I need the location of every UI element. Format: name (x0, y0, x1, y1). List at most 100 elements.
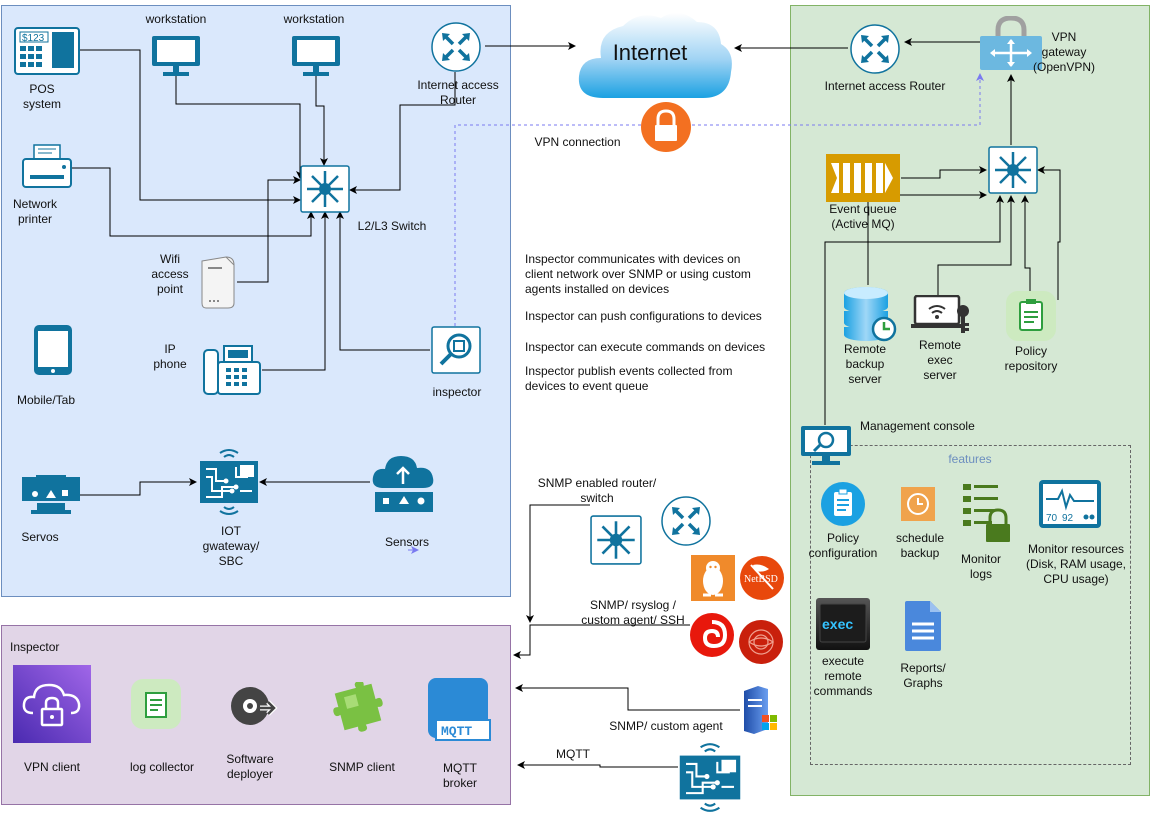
debian-icon[interactable] (689, 612, 735, 658)
internet-label: Internet (612, 40, 688, 65)
monitor-resources-label: Monitor resources (Disk, RAM usage, CPU … (1025, 542, 1127, 586)
servo-icon[interactable] (21, 474, 81, 516)
edge-wifi-switch (237, 176, 301, 283)
edge-vpn-connection (454, 73, 984, 326)
router-client-label: Internet access Router (417, 78, 499, 107)
note-events: Inspector publish events collected from … (525, 364, 733, 393)
edge-mqtt (517, 761, 678, 769)
management-console-icon[interactable] (800, 425, 852, 467)
schedule-backup-label: schedule backup (895, 531, 945, 560)
note-execute: Inspector can execute commands on device… (525, 340, 766, 354)
server-side-zone (790, 5, 1150, 796)
vpn-connection-label: VPN connection (534, 135, 621, 149)
iot-gateway-icon[interactable] (667, 741, 753, 814)
workstation-1-label: workstation (145, 12, 207, 26)
iot-gateway-icon[interactable] (196, 447, 262, 517)
software-deployer-label: Software deployer (226, 752, 274, 781)
policy-config-label: Policy configuration (808, 531, 878, 560)
linux-icon[interactable] (691, 555, 735, 601)
pos-label: POS system (22, 82, 61, 111)
tablet-icon[interactable] (33, 324, 73, 376)
note-push-config: Inspector can push configurations to dev… (525, 309, 762, 323)
router-icon[interactable] (850, 24, 900, 74)
edge-queue-switch (901, 166, 987, 179)
exec-terminal-icon[interactable]: exec (814, 596, 872, 652)
ip-phone-icon[interactable] (202, 344, 262, 396)
resource-monitor-readout-b: 92 (1062, 513, 1074, 524)
mobile-label: Mobile/Tab (16, 393, 76, 407)
event-queue-label: Event queue (Active MQ) (829, 202, 897, 231)
clock-icon[interactable] (900, 486, 936, 522)
wifi-access-point-icon[interactable] (198, 255, 238, 310)
vpn-client-label: VPN client (23, 760, 81, 774)
edge-policyrepo-switch (1037, 166, 1061, 300)
backup-server-label: Remote backup server (843, 342, 887, 386)
vpn-gateway-label: VPN gateway (OpenVPN) (1032, 30, 1096, 74)
backup-server-icon[interactable] (840, 285, 898, 343)
features-zone (810, 445, 1131, 765)
switch-icon[interactable] (300, 165, 350, 213)
execute-remote-label: execute remote commands (813, 654, 873, 698)
vpn-client-icon[interactable] (13, 665, 91, 743)
switch-icon[interactable] (988, 146, 1038, 194)
workstation-2-label: workstation (283, 12, 345, 26)
event-queue-icon[interactable] (825, 153, 901, 203)
netbsd-badge-text: NetBSD (744, 574, 778, 585)
sensors-label: Sensors (384, 535, 430, 549)
snmp-agent-edge-label: SNMP/ custom agent (609, 719, 723, 733)
edge-inspector-switch (336, 211, 430, 351)
router-icon[interactable] (661, 496, 711, 546)
monitor-icon[interactable] (151, 35, 201, 77)
software-deployer-icon[interactable] (230, 684, 282, 728)
pos-screen-text: $123 (22, 33, 45, 44)
edge-printer-switch (70, 167, 315, 237)
mqtt-edge-label: MQTT (556, 747, 590, 761)
resource-monitor-readout-a: 70 (1046, 513, 1058, 524)
switch-client-label: L2/L3 Switch (357, 219, 427, 233)
clipboard-icon[interactable] (820, 481, 866, 527)
edge-pos-switch (80, 49, 301, 204)
reports-document-icon[interactable] (904, 600, 942, 652)
netbsd-icon[interactable]: NetBSD (739, 555, 785, 601)
features-zone-label: features (948, 452, 992, 466)
mgmt-console-label: Management console (860, 419, 975, 433)
printer-label: Network printer (12, 197, 57, 226)
switch-icon[interactable] (590, 515, 642, 565)
printer-icon[interactable] (22, 143, 72, 191)
router-icon[interactable] (431, 22, 481, 72)
ip-phone-label: IP phone (153, 342, 187, 371)
servos-label: Servos (21, 530, 59, 544)
snmp-client-label: SNMP client (329, 760, 395, 774)
router-server-label: Internet access Router (824, 79, 946, 93)
wifi-ap-label: Wifi access point (151, 252, 189, 296)
remote-exec-server-icon[interactable] (911, 295, 973, 335)
edge-ws1-switch (175, 76, 304, 179)
log-collector-icon[interactable] (130, 678, 182, 730)
lock-icon (640, 101, 692, 153)
redhat-icon[interactable] (738, 619, 784, 665)
policy-repository-icon[interactable] (1005, 290, 1057, 342)
mqtt-broker-icon[interactable]: MQTT (426, 676, 492, 742)
log-collector-label: log collector (129, 760, 195, 774)
log-checklist-icon[interactable] (962, 482, 1010, 544)
monitor-icon[interactable] (291, 35, 341, 77)
mqtt-broker-label: MQTT broker (442, 761, 477, 790)
snmp-router-edge-label: SNMP enabled router/ switch (537, 476, 657, 505)
note-communication: Inspector communicates with devices on c… (525, 252, 751, 296)
reports-label: Reports/ Graphs (900, 661, 946, 690)
mqtt-icon-text: MQTT (441, 724, 472, 739)
sensor-cloud-icon[interactable] (369, 450, 439, 516)
edge-mgmt-switch (824, 195, 1004, 425)
vpn-gateway-icon[interactable] (978, 16, 1044, 72)
exec-server-label: Remote exec server (918, 338, 962, 382)
inspector-magnifier-icon[interactable] (431, 326, 481, 374)
resource-monitor-icon[interactable]: 70 92 (1038, 479, 1102, 529)
snmp-rsyslog-edge-label: SNMP/ rsyslog / custom agent/ SSH (581, 598, 685, 627)
internet-cloud-icon (575, 6, 735, 104)
windows-server-icon[interactable] (740, 685, 780, 735)
edge-servos-iot (80, 478, 197, 496)
edge-policy-switch (1021, 195, 1031, 292)
snmp-puzzle-icon[interactable] (333, 682, 383, 732)
exec-screen-text: exec (822, 616, 853, 632)
